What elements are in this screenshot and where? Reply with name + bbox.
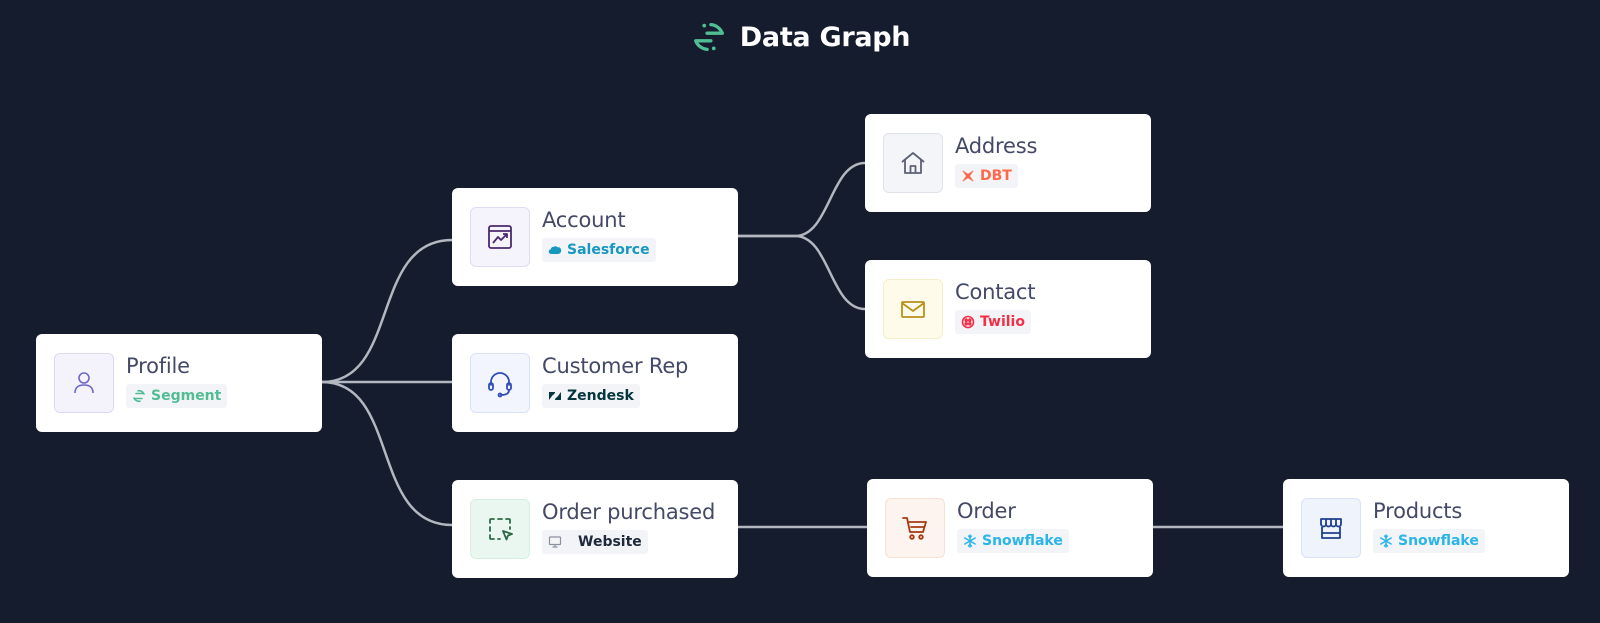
node-name: Profile: [126, 354, 190, 378]
source-label: Segment: [151, 388, 222, 404]
dbt-icon: [962, 170, 974, 182]
headset-icon: [488, 372, 512, 398]
source-badge: Twilio: [955, 310, 1031, 334]
node-contact[interactable]: Contact Twilio: [865, 260, 1151, 358]
segment-icon: [133, 389, 145, 403]
header: Data Graph: [0, 12, 1600, 62]
house-icon: [901, 152, 925, 174]
chart-window-icon: [488, 225, 512, 249]
node-name: Customer Rep: [542, 354, 689, 378]
node-order-purchased[interactable]: Order purchased Website: [452, 480, 738, 578]
source-label: Zendesk: [567, 388, 634, 404]
node-name: Account: [542, 208, 626, 232]
twilio-icon: [961, 315, 975, 329]
source-badge: Zendesk: [542, 384, 640, 408]
node-icon-box: [883, 279, 943, 339]
source-badge: Snowflake: [1373, 529, 1485, 553]
source-label: Salesforce: [567, 242, 650, 258]
snowflake-icon: [1380, 534, 1392, 548]
node-icon-box: [885, 498, 945, 558]
edge-account-contact: [737, 234, 866, 311]
edge-profile-purchased: [321, 380, 453, 527]
segment-logo-icon: [693, 22, 724, 52]
source-label: DBT: [980, 168, 1012, 184]
node-name: Products: [1373, 499, 1463, 523]
salesforce-icon: [548, 246, 562, 254]
node-profile[interactable]: Profile Segment: [36, 334, 322, 432]
source-label: Snowflake: [982, 533, 1063, 549]
source-badge: Segment: [126, 384, 228, 408]
select-cursor-icon: [489, 518, 513, 541]
monitor-icon: [548, 536, 562, 548]
node-icon-box: [470, 207, 530, 267]
node-name: Order purchased: [542, 500, 716, 524]
node-order[interactable]: Order Snowflake: [867, 479, 1153, 577]
node-icon-box: [54, 353, 114, 413]
node-icon-box: [883, 133, 943, 193]
edge-profile-account: [321, 238, 453, 384]
edge-account-address: [737, 161, 866, 238]
zendesk-icon: [549, 392, 561, 400]
node-name: Address: [955, 134, 1038, 158]
source-badge: Website: [542, 530, 648, 554]
cart-icon: [902, 517, 927, 540]
node-icon-box: [1301, 498, 1361, 558]
page-title: Data Graph: [739, 21, 911, 53]
envelope-icon: [901, 301, 925, 318]
source-badge: Salesforce: [542, 238, 656, 262]
source-badge: Snowflake: [957, 529, 1069, 553]
node-name: Contact: [955, 280, 1036, 304]
source-label: Snowflake: [1398, 533, 1479, 549]
snowflake-icon: [964, 534, 976, 548]
storefront-icon: [1320, 518, 1342, 539]
node-name: Order: [957, 499, 1016, 523]
source-label: Website: [578, 534, 642, 550]
user-icon: [74, 372, 94, 394]
node-address[interactable]: Address DBT: [865, 114, 1151, 212]
source-label: Twilio: [980, 314, 1025, 330]
node-icon-box: [470, 499, 530, 559]
node-icon-box: [470, 353, 530, 413]
source-badge: DBT: [955, 164, 1018, 188]
node-account[interactable]: Account Salesforce: [452, 188, 738, 286]
node-products[interactable]: Products Snowflake: [1283, 479, 1569, 577]
node-customer-rep[interactable]: Customer Rep Zendesk: [452, 334, 738, 432]
